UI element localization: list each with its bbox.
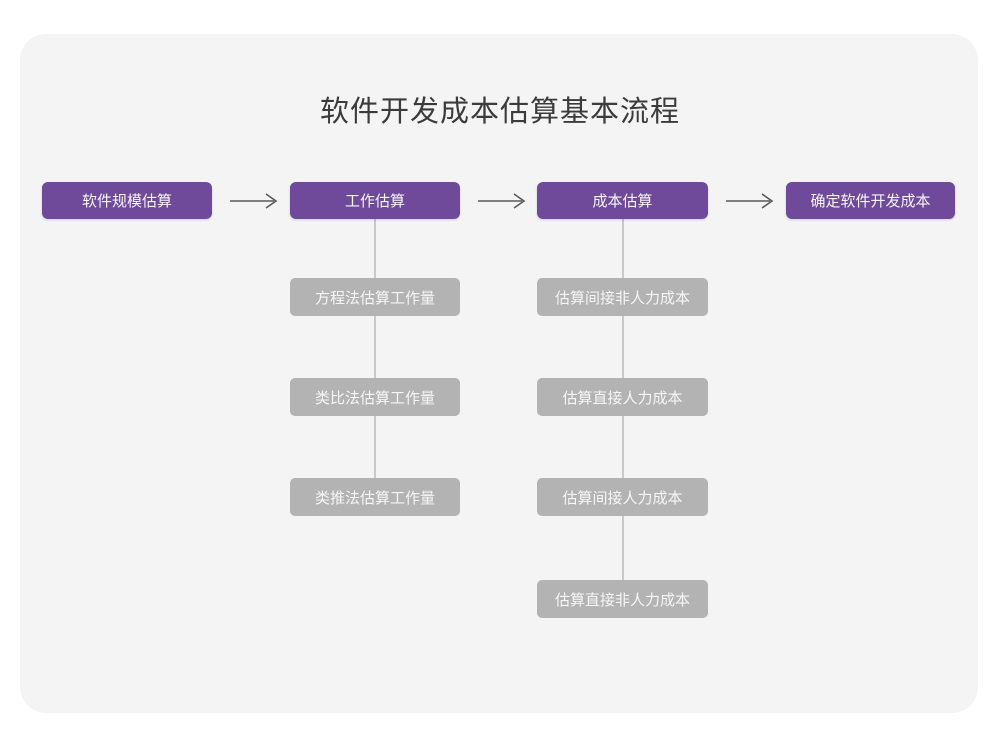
sub-node-stage-2-2-label: 类比法估算工作量 bbox=[314, 389, 435, 407]
sub-node-stage-3-4[interactable]: 估算直接非人力成本 bbox=[537, 580, 708, 618]
stage-node-1-label: 软件规模估算 bbox=[81, 193, 172, 210]
stage-node-3-label: 成本估算 bbox=[592, 193, 653, 210]
stage-node-1[interactable]: 软件规模估算 bbox=[42, 182, 212, 219]
stage-node-3[interactable]: 成本估算 bbox=[537, 182, 708, 219]
sub-node-stage-3-4-label: 估算直接非人力成本 bbox=[554, 591, 690, 609]
stage-node-2-label: 工作估算 bbox=[344, 193, 405, 210]
sub-node-stage-2-3[interactable]: 类推法估算工作量 bbox=[290, 478, 460, 516]
diagram-card bbox=[20, 34, 978, 713]
sub-node-stage-3-1-label: 估算间接非人力成本 bbox=[554, 289, 690, 307]
spine-stage-2 bbox=[374, 219, 376, 509]
arrow-stage-3-to-stage-4 bbox=[726, 190, 778, 212]
stage-node-4-label: 确定软件开发成本 bbox=[810, 193, 931, 210]
sub-node-stage-2-1-label: 方程法估算工作量 bbox=[314, 289, 435, 307]
stage-node-2[interactable]: 工作估算 bbox=[290, 182, 460, 219]
sub-node-stage-3-1[interactable]: 估算间接非人力成本 bbox=[537, 278, 708, 316]
sub-node-stage-3-2-label: 估算直接人力成本 bbox=[562, 389, 683, 407]
sub-node-stage-3-3-label: 估算间接人力成本 bbox=[562, 489, 683, 507]
page-title: 软件开发成本估算基本流程 bbox=[319, 96, 680, 128]
stage-node-4[interactable]: 确定软件开发成本 bbox=[786, 182, 955, 219]
sub-node-stage-2-2[interactable]: 类比法估算工作量 bbox=[290, 378, 460, 416]
sub-node-stage-3-3[interactable]: 估算间接人力成本 bbox=[537, 478, 708, 516]
sub-node-stage-2-1[interactable]: 方程法估算工作量 bbox=[290, 278, 460, 316]
arrow-stage-2-to-stage-3 bbox=[478, 190, 530, 212]
sub-node-stage-2-3-label: 类推法估算工作量 bbox=[314, 489, 435, 507]
arrow-stage-1-to-stage-2 bbox=[230, 190, 282, 212]
sub-node-stage-3-2[interactable]: 估算直接人力成本 bbox=[537, 378, 708, 416]
